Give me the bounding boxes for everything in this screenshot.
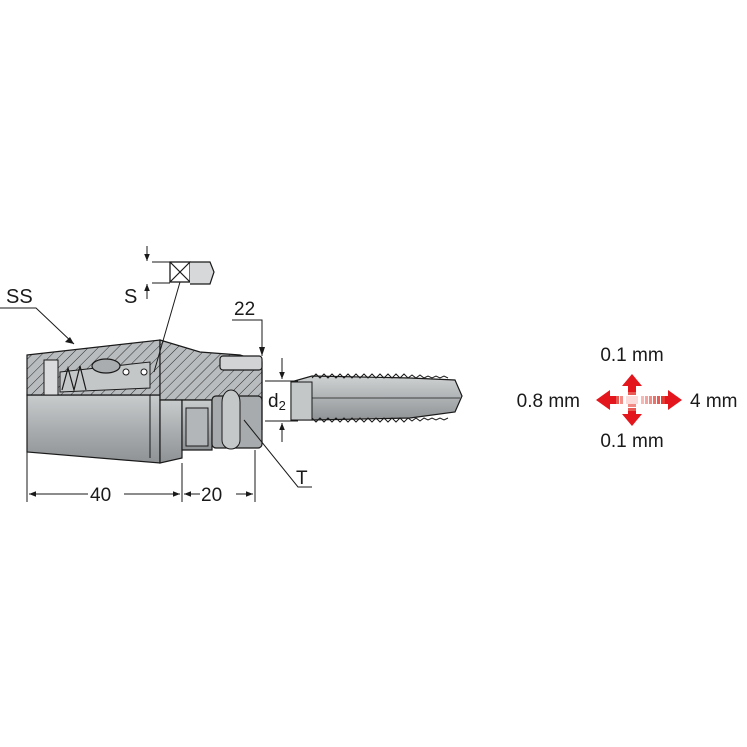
tap (290, 373, 463, 423)
22-leader-arrow (259, 347, 265, 356)
label-40: 40 (90, 485, 111, 506)
ss-leader-arrow (65, 337, 74, 344)
t-leader (243, 419, 312, 488)
label-d2-sub: 2 (279, 398, 286, 413)
label-t: T (296, 468, 308, 489)
22-leader (232, 319, 263, 356)
holder-shank (26, 339, 193, 464)
label-ss: SS (6, 286, 33, 308)
horizontal-arrow (596, 390, 682, 410)
compensation-right: 4 mm (690, 391, 738, 412)
length-dimensions (26, 450, 256, 502)
label-22: 22 (234, 299, 255, 320)
s-detail (144, 246, 215, 373)
compensation-top: 0.1 mm (600, 345, 663, 366)
compensation-cross (596, 374, 682, 426)
label-s: S (124, 286, 137, 308)
d2-dimension (265, 358, 298, 442)
label-d2-main: d (268, 391, 279, 412)
compensation-bottom: 0.1 mm (600, 431, 663, 452)
compensation-left: 0.8 mm (517, 391, 580, 412)
adapter-section (159, 339, 263, 464)
ss-leader (0, 307, 75, 345)
label-d2: d2 (268, 391, 286, 413)
label-20: 20 (201, 485, 222, 506)
